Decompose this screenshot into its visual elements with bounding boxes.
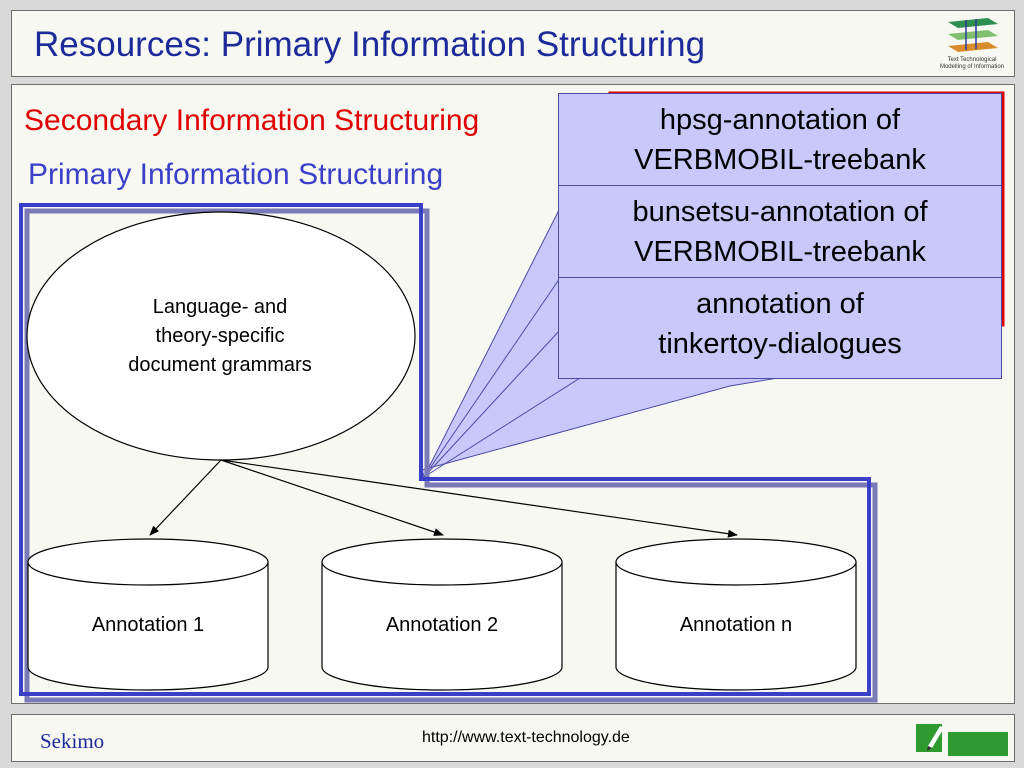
- footer-bar: Sekimo http://www.text-technology.de: [11, 714, 1015, 762]
- footer-url-link[interactable]: http://www.text-technology.de: [422, 729, 630, 746]
- annotation-1-cylinder: [27, 538, 269, 691]
- text-technology-logo: Text Technological Modelling of Informat…: [934, 16, 1010, 74]
- box-line: VERBMOBIL-treebank: [634, 144, 926, 176]
- annotation-2-cylinder: [321, 538, 563, 691]
- grammar-label: Language- and theory-specific document g…: [100, 293, 340, 380]
- callout-line: [423, 377, 581, 478]
- arrow-to-annotation-2: [220, 459, 444, 536]
- box-line: VERBMOBIL-treebank: [634, 236, 926, 268]
- tinkertoy-annotation-box: annotation of tinkertoy-dialogues: [558, 277, 1002, 379]
- primary-frame-shadow: [24, 208, 878, 703]
- callout-line: [423, 329, 561, 478]
- box-line: bunsetsu-annotation of: [632, 196, 928, 228]
- pen-logo-icon: [916, 724, 1008, 756]
- grammar-line: theory-specific: [155, 325, 285, 347]
- hpsg-annotation-box: hpsg-annotation of VERBMOBIL-treebank: [558, 93, 1002, 187]
- primary-structuring-label: Primary Information Structuring: [28, 158, 444, 191]
- annotation-n-cylinder: [615, 538, 857, 691]
- grammar-line: Language- and: [152, 296, 288, 318]
- callout-line: [423, 277, 561, 478]
- box-line: hpsg-annotation of: [659, 104, 901, 136]
- title-bar: Resources: Primary Information Structuri…: [11, 10, 1015, 77]
- arrow-to-annotation-n: [220, 459, 738, 538]
- grammar-line: document grammars: [128, 354, 312, 376]
- annotation-1-label: Annotation 1: [91, 614, 205, 636]
- bunsetsu-annotation-box: bunsetsu-annotation of VERBMOBIL-treeban…: [558, 185, 1002, 279]
- logo-line: Modelling of Information: [939, 64, 1005, 70]
- arrow-to-annotation-1: [149, 459, 222, 536]
- layers-icon: [948, 18, 998, 52]
- box-line: tinkertoy-dialogues: [658, 328, 902, 360]
- box-line: annotation of: [696, 288, 864, 320]
- annotation-n-label: Annotation n: [679, 614, 793, 636]
- logo-line: Text Technological: [947, 57, 997, 63]
- page-title: Resources: Primary Information Structuri…: [34, 25, 706, 64]
- annotation-2-label: Annotation 2: [385, 614, 499, 636]
- footer-brand: Sekimo: [40, 729, 105, 753]
- secondary-structuring-label: Secondary Information Structuring: [24, 104, 480, 137]
- primary-frame: [19, 203, 871, 696]
